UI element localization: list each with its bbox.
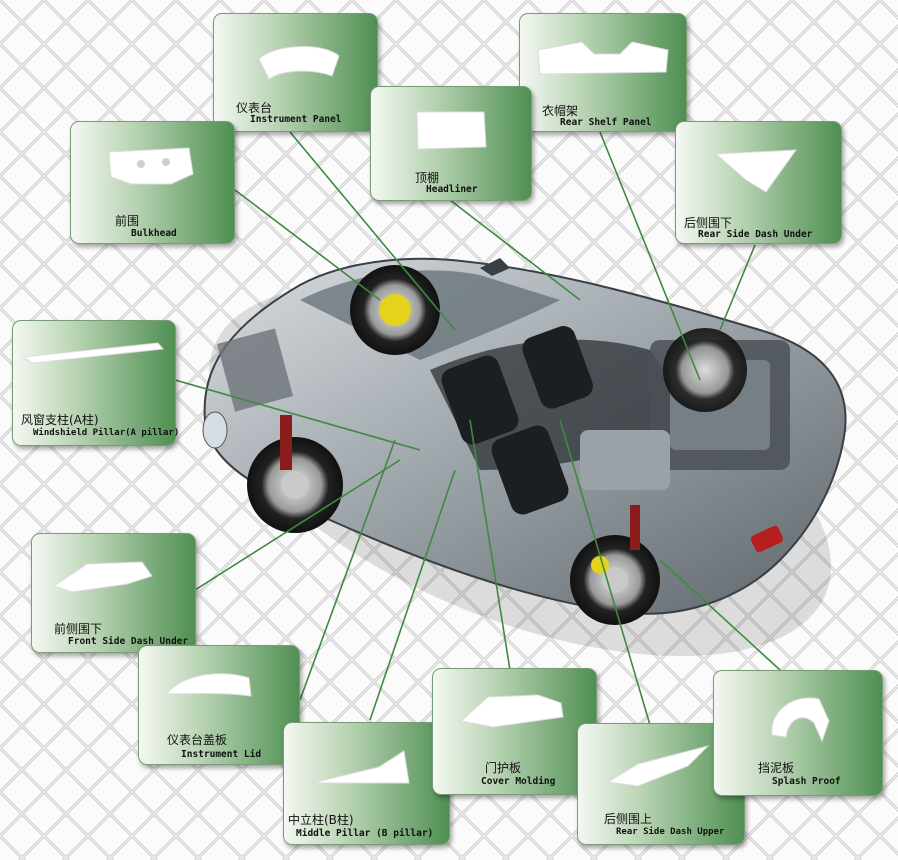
card-headliner: 顶棚 Headliner	[370, 86, 532, 201]
part-label-cn: 中立柱(B柱)	[288, 813, 354, 827]
a-pillar-foam-icon	[21, 342, 164, 364]
part-label-en: Cover Molding	[481, 776, 556, 787]
part-label-cn: 风窗支柱(A柱)	[21, 413, 99, 427]
splash-proof-foam-icon	[771, 697, 830, 743]
card-cover-molding: 门护板 Cover Molding	[432, 668, 597, 795]
part-label-cn: 顶棚	[415, 171, 440, 185]
instrument-panel-foam-icon	[258, 46, 340, 80]
part-label-en: Middle Pillar (B pillar)	[296, 828, 434, 839]
part-label-en: Instrument Lid	[181, 749, 262, 760]
card-rear-side-dash-under: 后侧围下 Rear Side Dash Under	[675, 121, 842, 244]
front-side-dash-foam-icon	[52, 561, 153, 593]
part-label-cn: 仪表台	[236, 101, 273, 115]
rear-side-dash-under-foam-icon	[714, 149, 798, 193]
card-instrument-panel: 仪表台 Instrument Panel	[213, 13, 378, 132]
part-label-cn: 门护板	[485, 761, 522, 775]
part-label-en: Headliner	[426, 184, 478, 195]
part-label-cn: 前围	[115, 214, 140, 228]
part-label-en: Bulkhead	[131, 228, 177, 239]
part-label-en: Rear Shelf Panel	[560, 117, 652, 128]
part-label-en: Windshield Pillar(A pillar)	[33, 428, 180, 438]
headliner-foam-icon	[416, 111, 487, 150]
bulkhead-foam-icon	[108, 147, 194, 185]
part-label-en: Rear Side Dash Under	[698, 229, 813, 240]
card-front-side-dash-under: 前侧围下 Front Side Dash Under	[31, 533, 196, 653]
part-label-cn: 挡泥板	[758, 761, 795, 775]
part-label-en: Instrument Panel	[250, 114, 342, 125]
part-label-cn: 仪表台盖板	[167, 733, 228, 747]
car-cutaway-illustration	[202, 257, 847, 657]
part-label-en: Front Side Dash Under	[68, 636, 189, 647]
rear-shelf-foam-icon	[537, 41, 669, 75]
part-label-en: Splash Proof	[772, 776, 841, 787]
card-middle-pillar: 中立柱(B柱) Middle Pillar (B pillar)	[283, 722, 450, 845]
card-instrument-lid: 仪表台盖板 Instrument Lid	[138, 645, 300, 765]
card-splash-proof: 挡泥板 Splash Proof	[713, 670, 883, 796]
rear-side-dash-upper-foam-icon	[606, 745, 710, 787]
card-rear-shelf-panel: 衣帽架 Rear Shelf Panel	[519, 13, 687, 132]
part-label-en: Rear Side Dash Upper	[616, 827, 725, 837]
part-label-cn: 后侧围上	[604, 812, 653, 826]
instrument-lid-foam-icon	[166, 673, 252, 697]
card-bulkhead: 前围 Bulkhead	[70, 121, 235, 244]
card-windshield-pillar: 风窗支柱(A柱) Windshield Pillar(A pillar)	[12, 320, 180, 446]
b-pillar-foam-icon	[311, 750, 410, 784]
part-label-cn: 后侧围下	[684, 216, 733, 230]
cover-molding-foam-icon	[459, 694, 564, 728]
leader-lines	[174, 131, 781, 726]
part-label-cn: 衣帽架	[542, 104, 579, 118]
part-label-cn: 前侧围下	[54, 622, 103, 636]
